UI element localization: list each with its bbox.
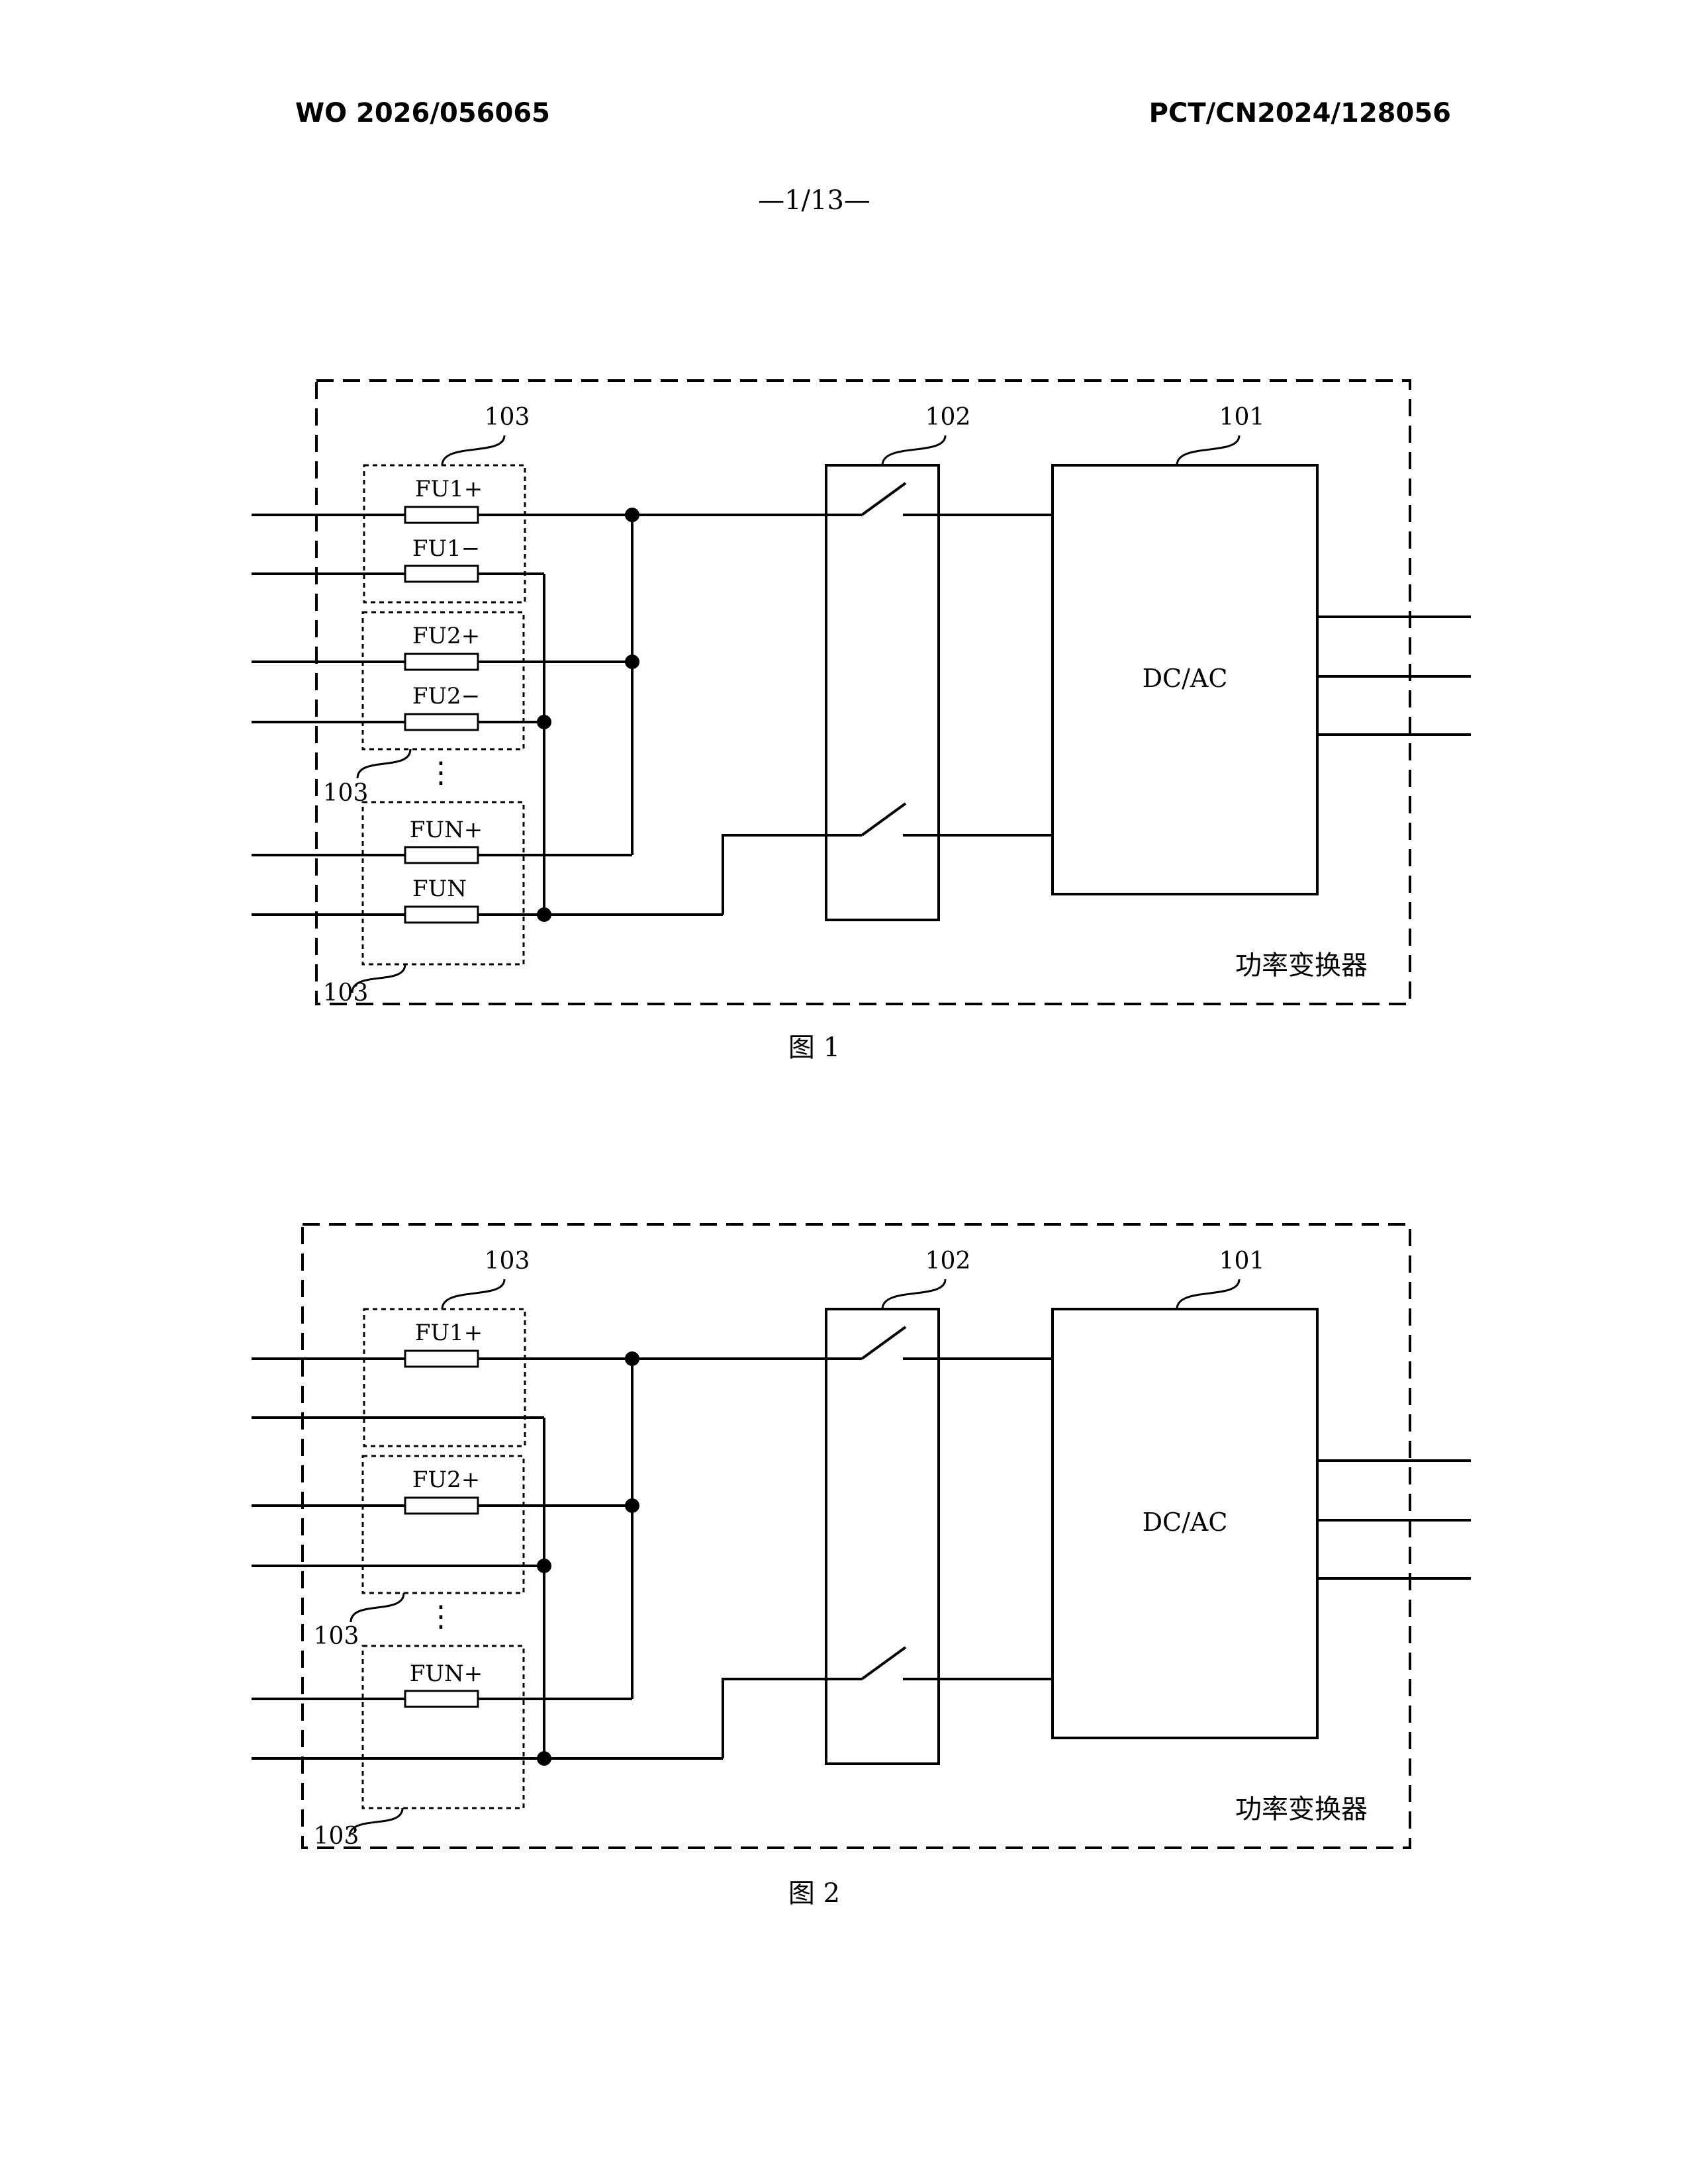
junction-dots	[537, 1351, 639, 1766]
fuse-label-fu1-plus: FU1+	[415, 1320, 483, 1346]
junction-dot	[625, 1351, 639, 1366]
fuse-fun-plus	[405, 847, 478, 863]
negative-feed	[723, 1679, 862, 1758]
switch-blade-negative	[862, 1647, 906, 1679]
publication-number: WO 2026/056065	[295, 98, 550, 128]
leader-103-top	[442, 435, 504, 465]
junction-dots	[537, 508, 639, 922]
ref-103-bot: 103	[323, 979, 369, 1007]
leader-103-mid	[357, 749, 410, 778]
leader-101	[1177, 1279, 1239, 1309]
converter-label: 功率变换器	[1235, 950, 1368, 981]
fuse-fu1-plus	[405, 507, 478, 523]
ref-101: 101	[1219, 404, 1265, 431]
junction-dot	[537, 715, 551, 729]
junction-dot	[625, 1498, 639, 1513]
fuse-fun-plus	[405, 1691, 478, 1707]
fuse-label-fu1-minus: FU1−	[412, 535, 480, 562]
figure-1-caption: 图 1	[0, 1026, 1628, 1064]
fuse-fu2-plus	[405, 1498, 478, 1514]
junction-dot	[625, 655, 639, 669]
negative-feed	[723, 835, 862, 915]
junction-dot	[625, 508, 639, 522]
ref-103-mid: 103	[323, 780, 369, 807]
fuse-fu2-plus	[405, 654, 478, 670]
fuse-label-fu2-plus: FU2+	[412, 1467, 480, 1493]
ref-102: 102	[925, 404, 971, 431]
application-number: PCT/CN2024/128056	[1149, 98, 1451, 128]
fuse-label-fun: FUN	[412, 876, 467, 902]
ref-103-mid: 103	[314, 1623, 359, 1650]
fuse-fun	[405, 907, 478, 923]
ref-101: 101	[1219, 1248, 1265, 1275]
leader-103-top	[442, 1279, 504, 1309]
leader-102	[882, 1279, 945, 1309]
ellipsis-icon: ⋮	[426, 756, 455, 790]
converter-label: 功率变换器	[1235, 1794, 1368, 1825]
junction-dot	[537, 1751, 551, 1766]
switch-blade-positive	[862, 483, 906, 515]
fuse-fu2-minus	[405, 714, 478, 730]
fuse-label-fu2-minus: FU2−	[412, 683, 480, 709]
switch-blade-positive	[862, 1327, 906, 1359]
dcac-label: DC/AC	[1143, 664, 1228, 693]
fuse-fu1-minus	[405, 566, 478, 582]
fuse-label-fu1-plus: FU1+	[415, 476, 483, 502]
leader-102	[882, 435, 945, 465]
converter-boundary	[316, 381, 1410, 1004]
leader-103-mid	[351, 1593, 404, 1622]
switch-unit	[826, 1309, 939, 1764]
page-number: —1/13—	[0, 185, 1628, 216]
switch-unit	[826, 465, 939, 920]
ref-103-top: 103	[485, 1248, 530, 1275]
fuse-label-fu2-plus: FU2+	[412, 623, 480, 649]
ref-103-top: 103	[485, 404, 530, 431]
junction-dot	[537, 907, 551, 922]
fuse-fu1-plus	[405, 1351, 478, 1367]
fuse-label-fun-plus: FUN+	[410, 817, 483, 843]
leader-101	[1177, 435, 1239, 465]
junction-dot	[537, 1559, 551, 1573]
ref-103-bot: 103	[314, 1823, 359, 1850]
figure-2-caption: 图 2	[0, 1872, 1628, 1910]
dcac-label: DC/AC	[1143, 1508, 1228, 1537]
ellipsis-icon: ⋮	[426, 1600, 455, 1633]
fuse-label-fun-plus: FUN+	[410, 1661, 483, 1687]
switch-blade-negative	[862, 803, 906, 835]
converter-boundary	[303, 1224, 1410, 1848]
ref-102: 102	[925, 1248, 971, 1275]
